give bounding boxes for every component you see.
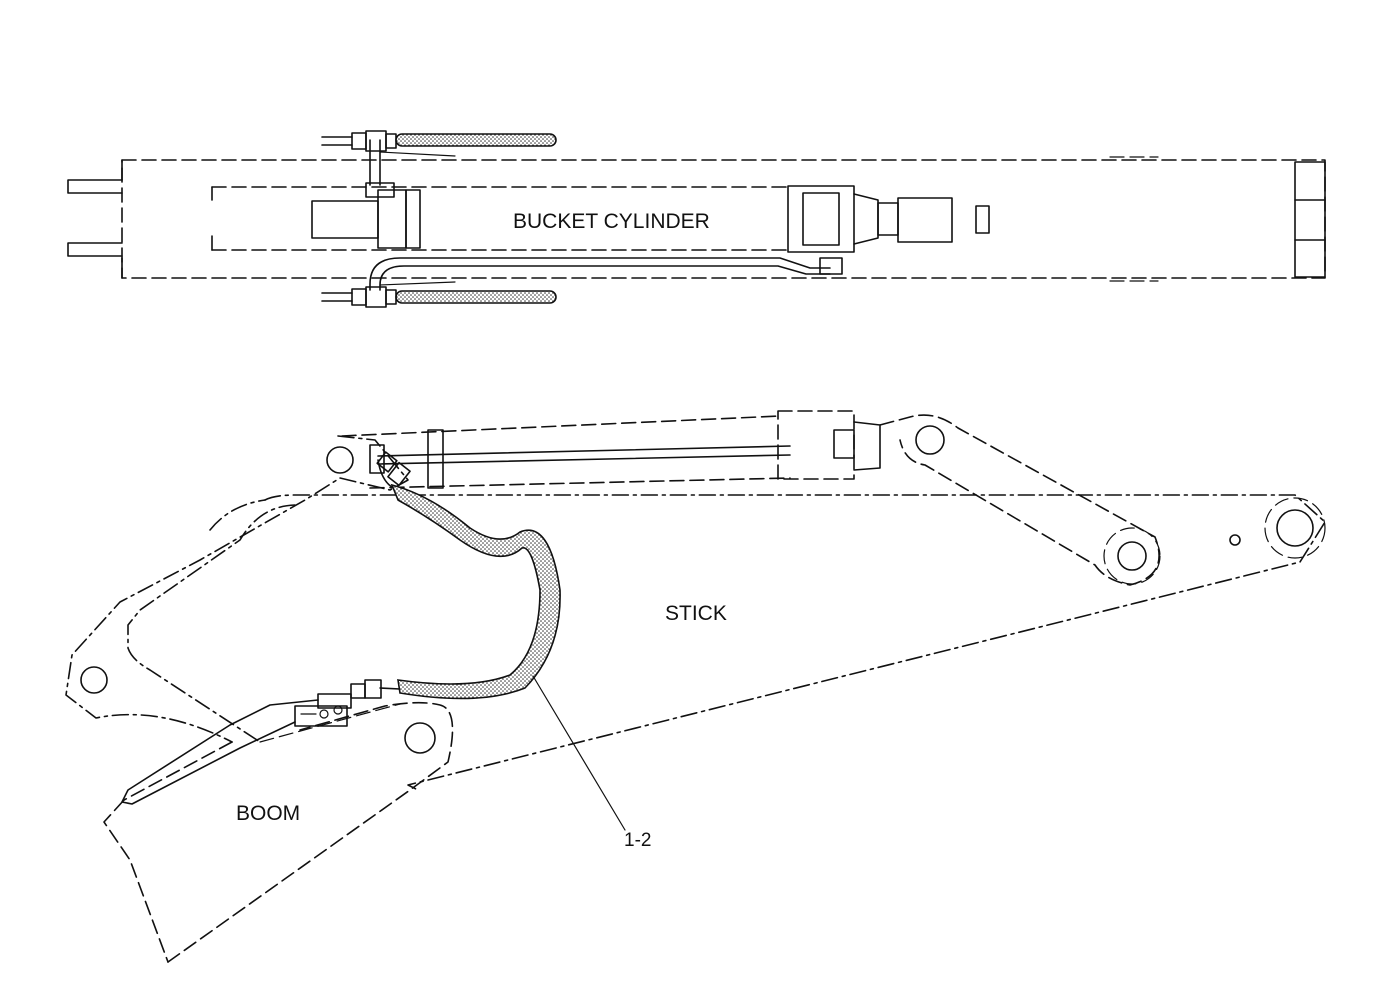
boom-hose-line	[121, 699, 319, 805]
stick-label: STICK	[665, 602, 727, 625]
boom-label: BOOM	[236, 802, 301, 825]
pins-side	[80, 446, 1326, 754]
callout-1-2-label: 1-2	[624, 830, 652, 851]
bucket-cylinder-label: BUCKET CYLINDER	[513, 210, 710, 233]
upper-hose-assembly	[321, 130, 557, 198]
right-end-block	[1294, 161, 1326, 278]
hose-1-2	[294, 451, 561, 727]
left-pins	[67, 179, 123, 257]
bucket-cylinder-side	[341, 410, 881, 489]
stick-side-outline	[127, 494, 1326, 791]
boom-side	[65, 435, 454, 963]
lower-hose-assembly	[321, 257, 843, 308]
side-view	[65, 410, 1326, 963]
top-view	[67, 130, 1326, 308]
bucket-link	[879, 414, 1161, 586]
callout-leader	[532, 675, 626, 831]
stick-top-outline	[121, 156, 1326, 282]
bucket-cylinder-top	[211, 185, 990, 253]
